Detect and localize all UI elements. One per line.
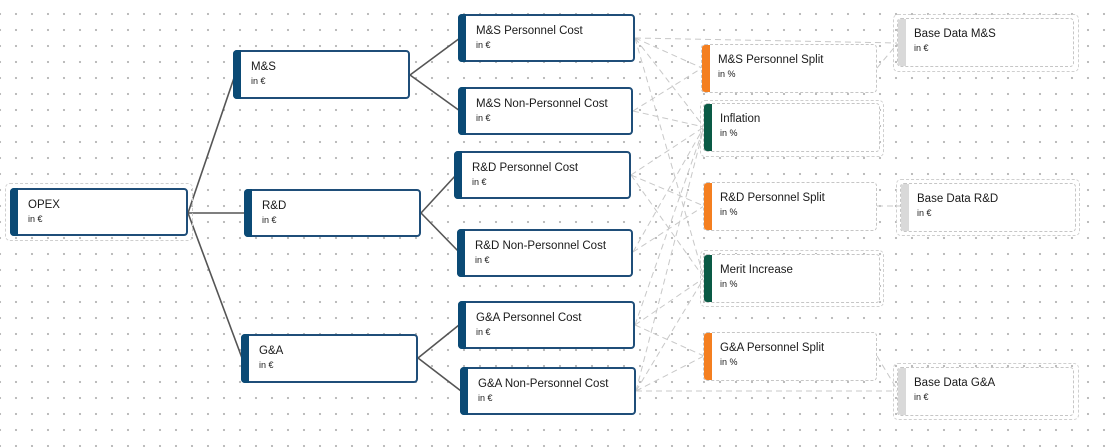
gray-bar-icon	[898, 368, 906, 415]
edge-gapc-merit	[634, 277, 705, 326]
node-unit: in €	[251, 76, 266, 86]
node-inflation[interactable]: Inflation in %	[703, 103, 880, 152]
edge-rdnpc-inflation	[632, 126, 705, 253]
edge-mspc-basems	[634, 37, 899, 44]
edge-ga-ganpc	[417, 357, 462, 392]
node-unit: in €	[478, 393, 493, 403]
node-merit-increase[interactable]: Merit Increase in %	[703, 254, 880, 303]
node-title: Base Data M&S	[914, 28, 996, 40]
node-ms[interactable]: M&S in €	[233, 50, 410, 99]
node-ga[interactable]: G&A in €	[241, 334, 418, 383]
node-unit: in %	[720, 207, 738, 217]
edge-ga-gapc	[417, 324, 460, 359]
orange-bar-icon	[704, 183, 712, 230]
node-unit: in €	[475, 255, 490, 265]
edge-gasplit-basega	[876, 355, 899, 392]
node-rd-personnel-split[interactable]: R&D Personnel Split in %	[703, 182, 877, 231]
node-title: G&A	[259, 345, 284, 357]
node-unit: in %	[718, 69, 736, 79]
node-rd-non-personnel-cost[interactable]: R&D Non-Personnel Cost in €	[457, 229, 633, 277]
node-title: R&D	[262, 200, 287, 212]
edge-ganpc-merit	[635, 277, 705, 392]
node-unit: in €	[476, 113, 491, 123]
node-base-data-rd[interactable]: Base Data R&D in €	[900, 183, 1076, 232]
node-ga-non-personnel-cost[interactable]: G&A Non-Personnel Cost in €	[460, 367, 636, 415]
gray-bar-icon	[901, 184, 909, 231]
node-title: G&A Personnel Split	[720, 342, 825, 354]
node-base-data-ga[interactable]: Base Data G&A in €	[897, 367, 1074, 416]
edge-mspc-inflation	[634, 37, 705, 128]
node-unit: in €	[917, 208, 932, 218]
node-title: Base Data R&D	[917, 193, 999, 205]
node-title: G&A Non-Personnel Cost	[478, 378, 609, 390]
node-ga-personnel-split[interactable]: G&A Personnel Split in %	[703, 332, 877, 381]
orange-bar-icon	[702, 45, 710, 92]
node-rd-personnel-cost[interactable]: R&D Personnel Cost in €	[454, 151, 631, 199]
edge-rdpc-inflation	[630, 126, 705, 176]
node-unit: in €	[259, 360, 274, 370]
edge-msnpc-inflation	[632, 110, 705, 128]
edge-gapc-gasplit	[634, 324, 705, 357]
edge-ms-msnpc	[409, 74, 461, 112]
edge-mspc-merit	[634, 37, 705, 279]
green-bar-icon	[704, 104, 712, 151]
edge-opex-ga	[187, 212, 243, 359]
node-unit: in €	[472, 177, 487, 187]
green-bar-icon	[704, 255, 712, 302]
node-title: OPEX	[28, 199, 60, 211]
edge-rd-rdpc	[420, 174, 457, 214]
node-title: R&D Personnel Split	[720, 192, 825, 204]
node-opex[interactable]: OPEX in €	[10, 188, 188, 236]
edge-mssplit-basems	[876, 42, 899, 69]
node-unit: in €	[914, 392, 929, 402]
node-title: Inflation	[720, 113, 761, 125]
edge-rd-rdnpc	[420, 212, 460, 253]
node-unit: in €	[262, 215, 277, 225]
edge-msnpc-mssplit	[632, 67, 703, 112]
node-base-data-ms[interactable]: Base Data M&S in €	[897, 18, 1074, 67]
orange-bar-icon	[704, 333, 712, 380]
node-unit: in €	[28, 214, 43, 224]
node-title: R&D Personnel Cost	[472, 162, 579, 174]
edge-ganpc-gasplit	[635, 355, 705, 392]
node-unit: in €	[476, 327, 491, 337]
node-title: M&S	[251, 61, 276, 73]
node-unit: in %	[720, 357, 738, 367]
node-title: R&D Non-Personnel Cost	[475, 240, 607, 252]
node-title: Base Data G&A	[914, 377, 996, 389]
node-unit: in €	[476, 40, 491, 50]
edge-mspc-mssplit	[634, 37, 703, 69]
edge-gapc-inflation	[634, 126, 705, 326]
edge-rdpc-merit	[630, 174, 705, 279]
node-unit: in %	[720, 279, 738, 289]
node-rd[interactable]: R&D in €	[244, 189, 421, 237]
node-title: M&S Non-Personnel Cost	[476, 98, 608, 110]
edge-ganpc-inflation	[635, 126, 705, 392]
node-title: Merit Increase	[720, 264, 793, 276]
node-ga-personnel-cost[interactable]: G&A Personnel Cost in €	[458, 301, 635, 349]
edge-rdpc-rdsplit	[630, 174, 705, 207]
node-ms-personnel-split[interactable]: M&S Personnel Split in %	[701, 44, 877, 93]
node-ms-personnel-cost[interactable]: M&S Personnel Cost in €	[458, 14, 635, 62]
edge-ms-mspc	[409, 37, 461, 76]
node-title: M&S Personnel Split	[718, 54, 824, 66]
node-ms-non-personnel-cost[interactable]: M&S Non-Personnel Cost in €	[458, 87, 633, 135]
node-title: G&A Personnel Cost	[476, 312, 582, 324]
node-unit: in €	[914, 43, 929, 53]
edge-opex-ms	[187, 74, 236, 214]
node-unit: in %	[720, 128, 738, 138]
gray-bar-icon	[898, 19, 906, 66]
node-title: M&S Personnel Cost	[476, 25, 583, 37]
